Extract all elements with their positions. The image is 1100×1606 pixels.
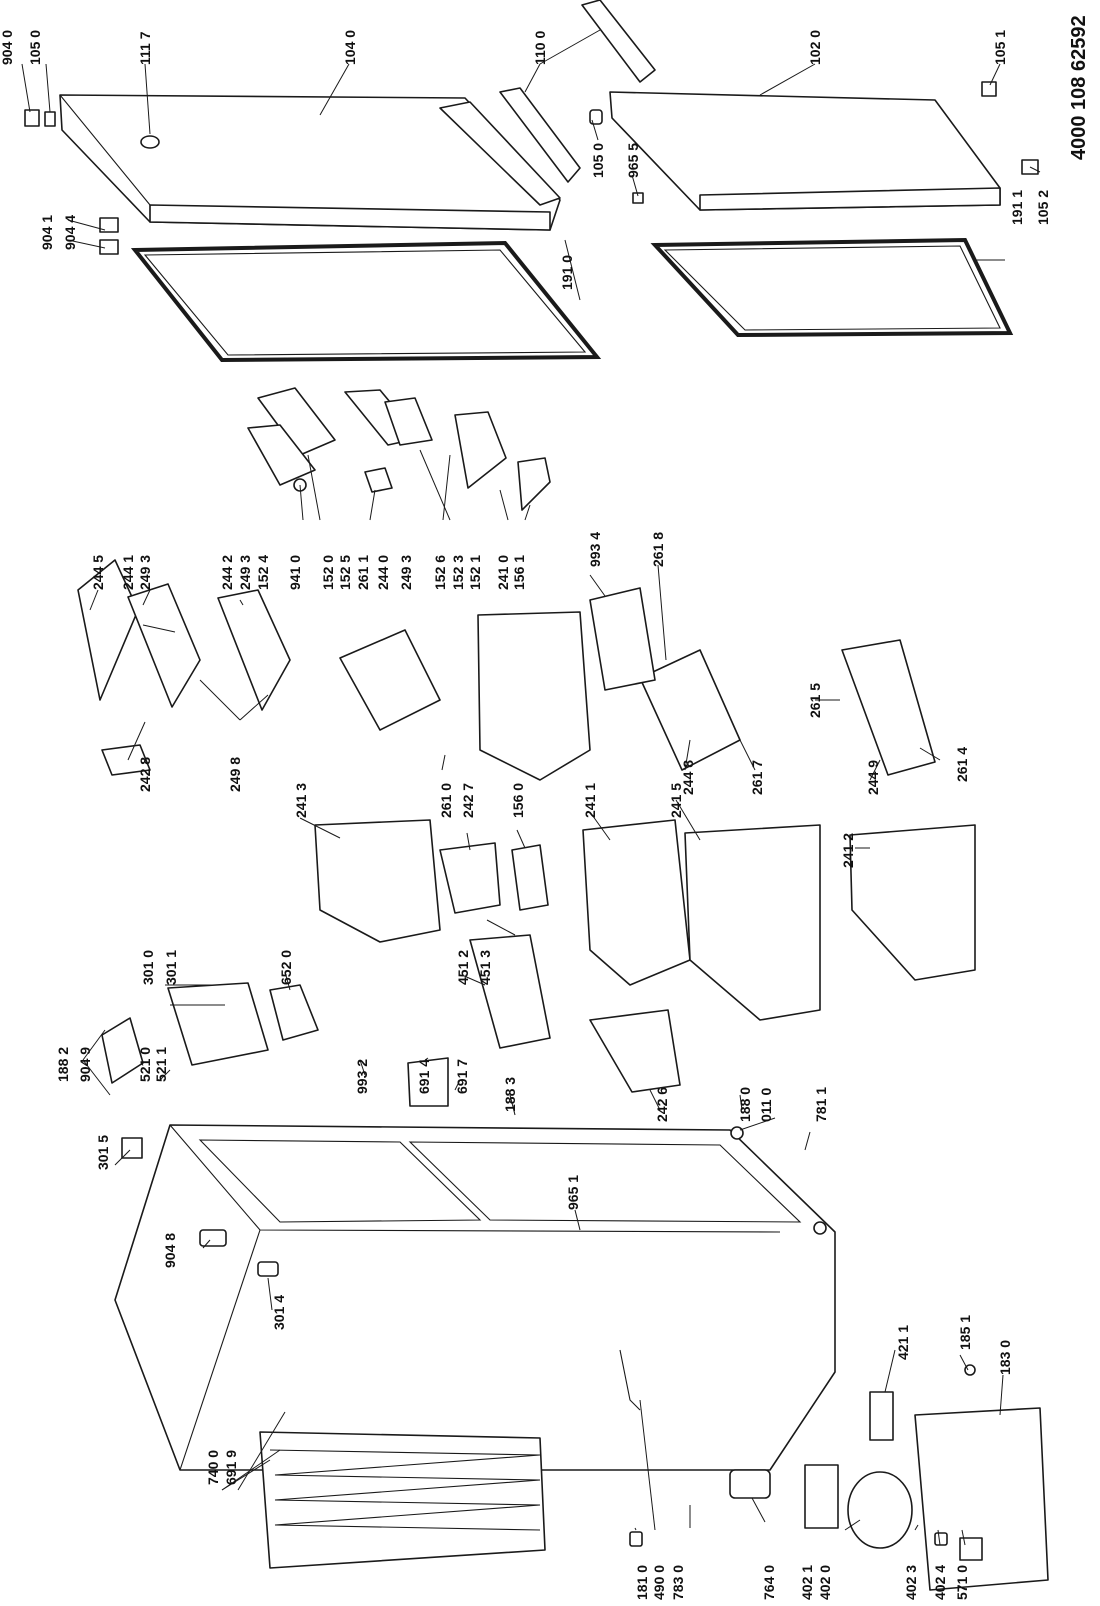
part-label: 241 0: [495, 555, 511, 590]
part-label: 241 2: [840, 833, 856, 868]
part-label: 301 5: [95, 1135, 111, 1170]
part-label: 402 3: [903, 1565, 919, 1600]
rear-components: [259, 1349, 1049, 1591]
part-label: 152 4: [255, 555, 271, 590]
part-label: 105 2: [1035, 190, 1051, 225]
part-label: 244 9: [865, 760, 881, 795]
part-label: 301 0: [140, 950, 156, 985]
part-label: 993 2: [354, 1059, 370, 1094]
part-label: 301 1: [163, 950, 179, 985]
part-label: 421 1: [895, 1325, 911, 1360]
crisper-drawers: [314, 611, 976, 1021]
part-label: 652 0: [278, 950, 294, 985]
document-id: 4000 108 62592: [1068, 15, 1090, 160]
part-label: 691 9: [223, 1450, 239, 1485]
part-label: 152 0: [320, 555, 336, 590]
part-label: 490 0: [651, 1565, 667, 1600]
small-accessories: [101, 587, 681, 1159]
part-label: 993 4: [587, 532, 603, 567]
part-label: 451 2: [455, 950, 471, 985]
part-label: 965 1: [565, 1175, 581, 1210]
part-label: 191 0: [559, 255, 575, 290]
freezer-door-102: [589, 91, 1001, 211]
part-label: 110 0: [532, 31, 548, 65]
part-label: 261 5: [807, 683, 823, 718]
part-labels: 904 0 105 0 111 7 104 0 110 0 102 0 105 …: [0, 30, 1051, 1600]
part-label: 521 0: [137, 1047, 153, 1082]
part-label: 249 3: [237, 555, 253, 590]
part-label: 244 2: [219, 555, 235, 590]
part-label: 244 8: [680, 760, 696, 795]
part-label: 764 0: [761, 1565, 777, 1600]
refrigerator-cabinet: [114, 1124, 836, 1471]
part-label: 261 7: [749, 760, 765, 795]
part-label: 691 4: [416, 1059, 432, 1094]
part-label: 571 0: [954, 1565, 970, 1600]
shelves-and-racks: [77, 559, 936, 776]
part-label: 152 1: [467, 555, 483, 590]
part-label: 691 7: [454, 1059, 470, 1094]
part-label: 244 0: [375, 555, 391, 590]
part-label: 152 5: [337, 555, 353, 590]
part-label: 241 3: [293, 783, 309, 818]
part-label: 188 3: [502, 1077, 518, 1112]
part-label: 261 4: [954, 747, 970, 782]
part-label: 105 0: [590, 143, 606, 178]
part-label: 156 1: [511, 555, 527, 590]
part-label: 904 4: [62, 215, 78, 250]
part-label: 156 0: [510, 783, 526, 818]
part-label: 185 1: [957, 1315, 973, 1350]
part-label: 301 4: [271, 1295, 287, 1330]
part-label: 402 1: [799, 1565, 815, 1600]
part-label: 152 3: [450, 555, 466, 590]
part-label: 241 5: [668, 783, 684, 818]
part-label: 111 7: [137, 31, 153, 65]
door-balconies: [247, 387, 551, 511]
part-label: 242 6: [654, 1087, 670, 1122]
part-label: 249 8: [227, 757, 243, 792]
part-label: 904 9: [77, 1047, 93, 1082]
part-label: 402 4: [932, 1565, 948, 1600]
part-label: 941 0: [287, 555, 303, 590]
part-label: 521 1: [153, 1047, 169, 1082]
part-label: 011 0: [758, 1088, 774, 1122]
part-label: 102 0: [807, 30, 823, 65]
part-label: 183 0: [997, 1340, 1013, 1375]
part-label: 188 0: [737, 1087, 753, 1122]
part-label: 261 1: [355, 555, 371, 590]
part-label: 740 0: [205, 1450, 221, 1485]
part-label: 783 0: [670, 1565, 686, 1600]
part-label: 105 0: [27, 30, 43, 65]
part-label: 904 8: [162, 1233, 178, 1268]
part-label: 249 3: [137, 555, 153, 590]
part-label: 105 1: [992, 30, 1008, 65]
part-label: 904 1: [39, 215, 55, 250]
part-label: 261 0: [438, 783, 454, 818]
leader-lines: [21, 29, 1041, 1546]
part-label: 181 0: [634, 1565, 650, 1600]
part-label: 244 1: [120, 555, 136, 590]
fridge-door-104: [59, 94, 561, 231]
part-label: 965 5: [625, 143, 641, 178]
part-label: 104 0: [342, 30, 358, 65]
part-label: 191 1: [1009, 190, 1025, 225]
part-label: 241 1: [582, 783, 598, 818]
part-label: 904 0: [0, 30, 15, 65]
part-label: 451 3: [477, 950, 493, 985]
door-handle-110: [499, 0, 656, 183]
part-label: 402 0: [817, 1565, 833, 1600]
freezer-door-gasket-191-1: [650, 237, 1014, 338]
part-label: 261 8: [650, 532, 666, 567]
part-label: 242 7: [460, 783, 476, 818]
part-label: 781 1: [813, 1087, 829, 1122]
part-label: 242 8: [137, 757, 153, 792]
fridge-door-gasket-191-0: [130, 240, 602, 363]
part-label: 152 6: [432, 555, 448, 590]
part-label: 188 2: [55, 1047, 71, 1082]
part-label: 244 5: [90, 555, 106, 590]
part-label: 249 3: [398, 555, 414, 590]
